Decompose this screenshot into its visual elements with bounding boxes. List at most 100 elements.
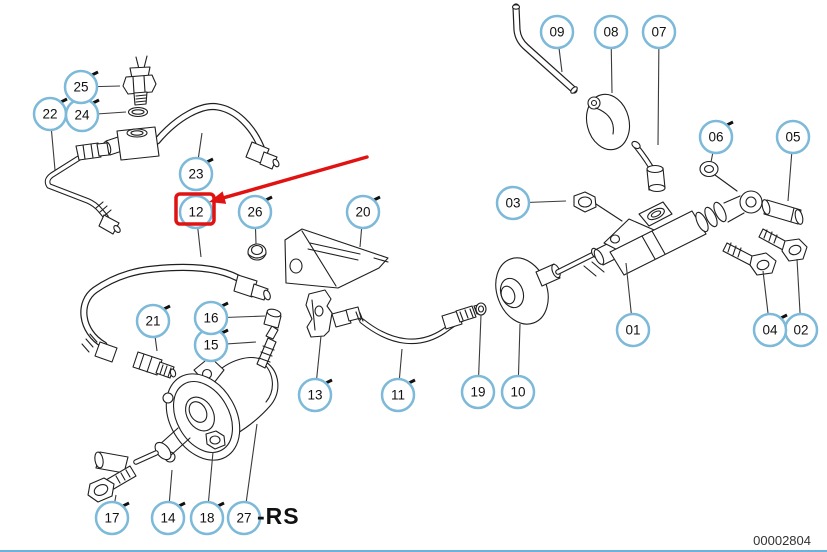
callout-circle[interactable] <box>193 300 229 336</box>
callout-20[interactable]: 20 <box>345 194 381 248</box>
callout-circle[interactable] <box>237 194 273 230</box>
callout-16[interactable]: 16 <box>193 300 266 336</box>
exploded-parts-art <box>44 3 808 503</box>
part-push-rod <box>555 247 599 275</box>
callout-26[interactable]: 26 <box>237 194 273 245</box>
callout-number: 03 <box>505 196 520 211</box>
callout-circle[interactable] <box>615 312 651 348</box>
callout-02[interactable]: 02 <box>783 258 819 348</box>
callout-03[interactable]: 03 <box>495 185 567 221</box>
callout-04[interactable]: 04 <box>752 270 788 348</box>
callout-number: 07 <box>651 25 666 40</box>
callout-circle[interactable] <box>539 14 575 50</box>
part-slave-cylinder <box>94 356 279 474</box>
callout-10[interactable]: 10 <box>500 323 536 410</box>
callout-circle[interactable] <box>178 194 214 230</box>
part-nut-26 <box>247 243 267 261</box>
callout-circle[interactable] <box>345 194 381 230</box>
callout-circle[interactable] <box>495 185 531 221</box>
highlight-arrow-shaft <box>222 155 369 200</box>
part-nut-06 <box>699 160 738 192</box>
callout-05[interactable]: 05 <box>775 119 811 202</box>
callout-18[interactable]: 18 <box>189 451 225 536</box>
callout-circle[interactable] <box>63 69 99 105</box>
callout-number: 08 <box>603 25 618 40</box>
part-tube-09 <box>511 3 578 94</box>
part-bleeder-cap <box>263 308 282 329</box>
callout-circle[interactable] <box>380 377 416 413</box>
callout-24[interactable]: 24 <box>64 97 127 133</box>
highlight-box <box>174 192 216 226</box>
callout-17[interactable]: 17 <box>94 494 130 536</box>
callout-number: 16 <box>203 311 218 326</box>
callout-circle[interactable] <box>698 119 734 155</box>
bottom-border-line <box>0 550 827 552</box>
callout-number: 21 <box>145 314 160 329</box>
callout-15[interactable]: 15 <box>193 327 257 363</box>
callout-number: 12 <box>188 205 203 220</box>
callout-number: 20 <box>355 205 370 220</box>
callout-circle[interactable] <box>178 156 214 192</box>
part-disc-10 <box>495 257 561 325</box>
callout-number: 04 <box>762 323 778 338</box>
variant-label: -RS <box>257 503 300 529</box>
callout-22[interactable]: 22 <box>32 96 68 171</box>
part-hose-23 <box>102 102 280 170</box>
callout-circle[interactable] <box>135 303 171 339</box>
part-master-cylinder <box>583 190 763 277</box>
callout-circle[interactable] <box>150 500 186 536</box>
callout-12[interactable]: 12 <box>178 194 214 258</box>
callout-01[interactable]: 01 <box>615 262 651 348</box>
callout-circle[interactable] <box>500 374 536 410</box>
callout-06[interactable]: 06 <box>698 119 734 163</box>
callout-25[interactable]: 25 <box>63 69 121 105</box>
part-nut-03 <box>573 191 623 222</box>
part-elbow-07 <box>631 140 666 193</box>
callout-circle[interactable] <box>641 14 677 50</box>
drawing-number: 00002804 <box>753 533 811 548</box>
callout-number: 17 <box>104 511 119 526</box>
part-bleeder-screw <box>256 325 279 369</box>
callout-07[interactable]: 07 <box>641 14 677 146</box>
callout-13[interactable]: 13 <box>297 335 333 413</box>
callout-number: 27 <box>236 511 251 526</box>
callout-number: 10 <box>510 385 525 400</box>
callout-number: 24 <box>74 108 90 123</box>
part-bolt-04 <box>722 242 777 276</box>
part-oring-24 <box>127 106 149 118</box>
part-nut-18 <box>205 430 226 450</box>
callout-circle[interactable] <box>460 374 496 410</box>
callout-number: 06 <box>708 130 723 145</box>
callout-11[interactable]: 11 <box>380 348 416 413</box>
callout-number: 26 <box>247 205 262 220</box>
callout-19[interactable]: 19 <box>460 314 496 410</box>
callout-21[interactable]: 21 <box>135 303 171 352</box>
callout-09[interactable]: 09 <box>539 14 575 73</box>
callout-circle[interactable] <box>775 119 811 155</box>
callout-circle[interactable] <box>226 500 262 536</box>
part-clip-13 <box>305 289 333 338</box>
callout-circle[interactable] <box>94 500 130 536</box>
part-pressure-switch <box>122 55 157 106</box>
callout-number: 15 <box>203 338 218 353</box>
callout-number: 11 <box>391 388 405 403</box>
callout-27[interactable]: 27 <box>226 423 262 536</box>
callout-number: 02 <box>793 323 808 338</box>
callout-number: 09 <box>549 25 564 40</box>
highlight-layer <box>174 155 369 226</box>
callout-23[interactable]: 23 <box>178 132 214 192</box>
part-bracket-20 <box>284 228 389 289</box>
part-pin-05 <box>761 199 804 225</box>
callout-number: 19 <box>470 385 485 400</box>
callout-number: 14 <box>160 511 176 526</box>
callout-circle[interactable] <box>752 312 788 348</box>
callout-14[interactable]: 14 <box>150 469 186 536</box>
callout-08[interactable]: 08 <box>593 14 629 94</box>
callout-layer: 01 02 03 04 05 06 07 08 09 10 11 12 13 14 15 16 17 18 19 20… <box>32 14 819 536</box>
callout-circle[interactable] <box>593 14 629 50</box>
callout-circle[interactable] <box>189 500 225 536</box>
callout-circle[interactable] <box>297 377 333 413</box>
part-pipe-11 <box>331 303 485 345</box>
